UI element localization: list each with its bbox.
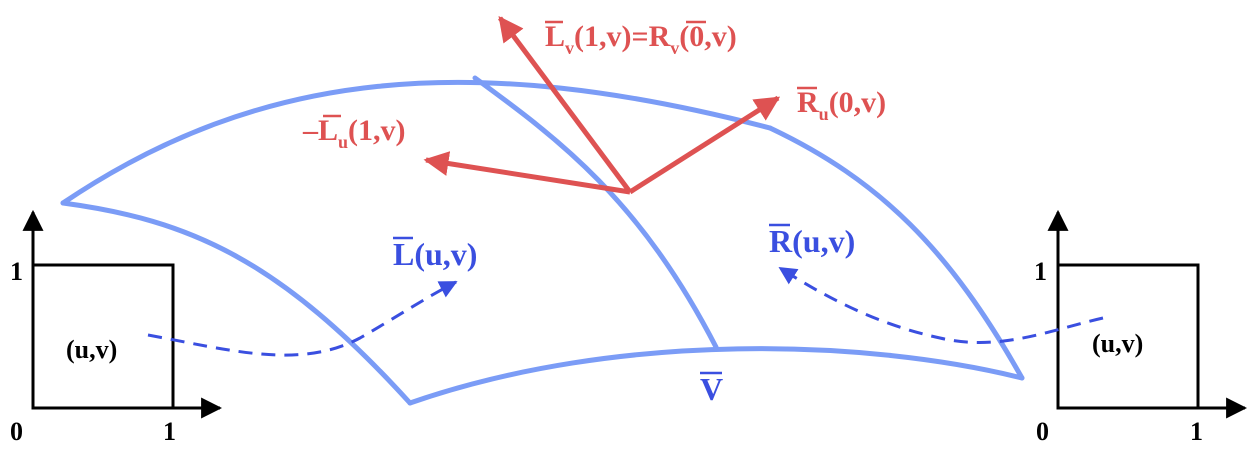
right-domain: 1 0 1 (u,v)	[1034, 209, 1248, 446]
surface-bottom-edge	[407, 346, 1025, 406]
R-map-args: (u,v)	[792, 223, 855, 259]
surface-right-edge	[767, 125, 1025, 381]
L-mapping-arrow	[147, 280, 458, 357]
Lv-args: (1,v)=	[574, 20, 649, 53]
left-domain: 1 0 1 (u,v)	[10, 209, 223, 446]
left-origin: 0	[10, 417, 23, 446]
left-point-label: (u,v)	[66, 335, 117, 364]
R-map-letter: R	[769, 223, 793, 259]
left-unit-square	[31, 263, 175, 410]
Rv-sub: v	[670, 38, 679, 58]
neg-Lu-vector	[423, 151, 631, 195]
left-y-tick: 1	[10, 257, 23, 286]
right-y-tick: 1	[1034, 257, 1047, 286]
vector-labels: –Lu(1,v) Ru(0,v) Lv(1,v)=Rv(0,v)	[302, 20, 886, 152]
Lv-Rv-label: Lv(1,v)=Rv(0,v)	[545, 20, 737, 58]
mapping-arrows	[147, 266, 1104, 357]
Ru-sub: u	[819, 104, 829, 124]
Lv-sub: v	[565, 38, 574, 58]
neg-Lu-sub: u	[338, 132, 348, 152]
Rv-args: (0,v)	[679, 20, 736, 53]
map-labels: L(u,v) R(u,v) V	[393, 223, 855, 407]
Ru-letter: R	[797, 86, 819, 119]
neg-Lu-sign: –	[302, 114, 319, 147]
V-label: V	[700, 371, 723, 407]
right-unit-square	[1056, 263, 1200, 410]
surface-patches	[60, 75, 1025, 406]
neg-Lu-args: (1,v)	[348, 114, 405, 147]
tangent-vectors	[423, 15, 781, 195]
right-point-label: (u,v)	[1092, 329, 1143, 358]
R-map-label: R(u,v)	[769, 223, 855, 259]
L-map-args: (u,v)	[414, 236, 477, 272]
surface-left-edge	[60, 200, 413, 406]
right-x-tick: 1	[1190, 417, 1203, 446]
left-x-tick: 1	[163, 417, 176, 446]
Ru-label: Ru(0,v)	[797, 86, 886, 124]
right-origin: 0	[1036, 417, 1049, 446]
surface-top-edge	[60, 79, 773, 206]
neg-Lu-letter: L	[318, 114, 338, 147]
shared-boundary-curve	[472, 75, 719, 350]
Ru-vector	[628, 95, 781, 195]
Lv-Rv-vector	[497, 15, 633, 194]
R-mapping-arrow	[778, 266, 1104, 344]
L-map-label: L(u,v)	[393, 236, 477, 272]
Lv-letter: L	[545, 20, 565, 53]
L-map-letter: L	[393, 236, 414, 272]
neg-Lu-label: –Lu(1,v)	[302, 114, 406, 152]
Rv-letter: R	[649, 20, 671, 53]
Ru-args: (0,v)	[829, 86, 886, 119]
